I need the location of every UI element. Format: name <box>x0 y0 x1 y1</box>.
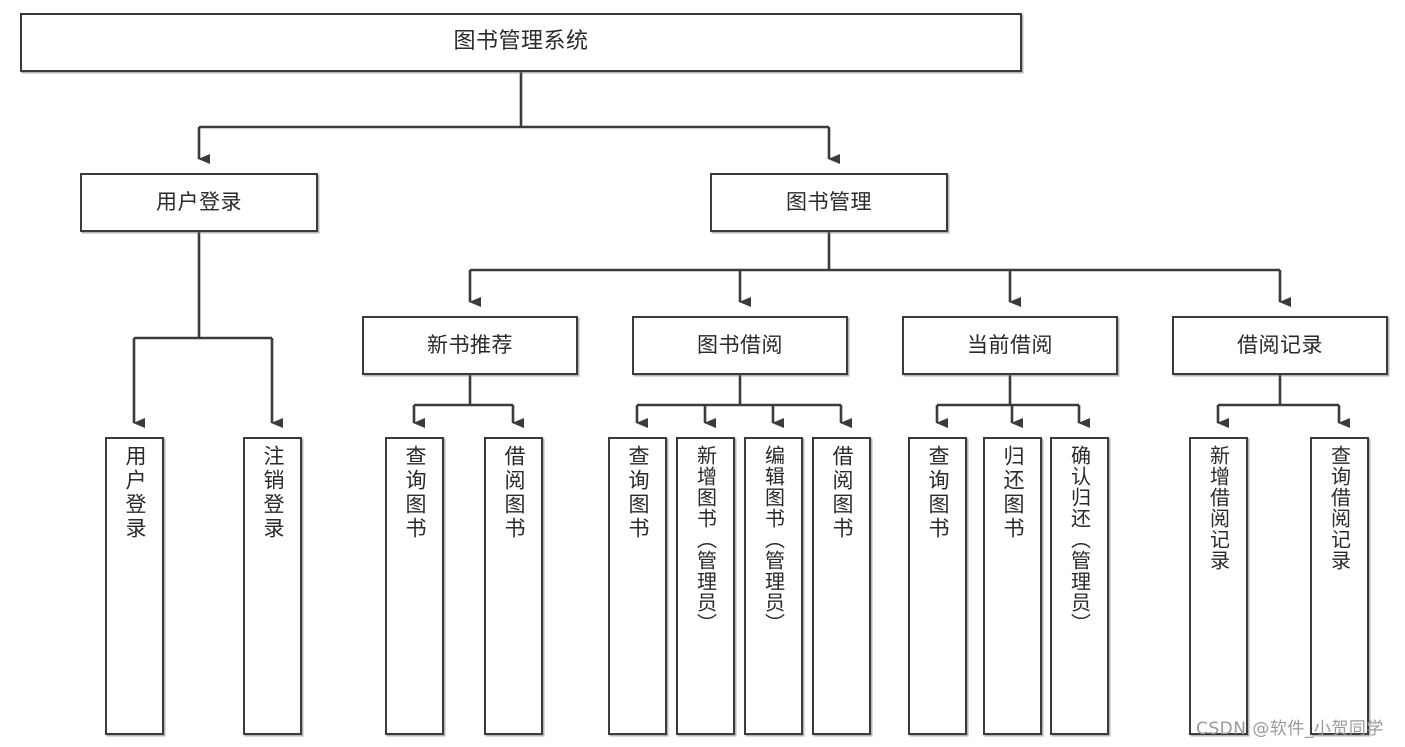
watermark-text: CSDN @软件_小贺同学 <box>1196 719 1384 739</box>
node-label: 图书管理系统 <box>453 29 589 55</box>
node-label: 新增借阅记录 <box>1206 445 1231 571</box>
node-book-management[interactable]: 图书管理 <box>710 173 948 232</box>
node-label: 新书推荐 <box>427 332 513 357</box>
leaf-query-books-borrow[interactable]: 查询图书 <box>608 437 667 735</box>
node-label: 确认归还（管理员） <box>1067 445 1092 634</box>
leaf-user-login[interactable]: 用户登录 <box>105 437 164 735</box>
leaf-query-borrow-record[interactable]: 查询借阅记录 <box>1310 437 1369 735</box>
leaf-borrow-books-newbook[interactable]: 借阅图书 <box>484 437 543 735</box>
node-label: 注销登录 <box>261 445 285 541</box>
leaf-return-books[interactable]: 归还图书 <box>983 437 1042 735</box>
node-label: 编辑图书（管理员） <box>761 445 786 634</box>
node-label: 用户登录 <box>156 189 242 214</box>
leaf-query-books-newbook[interactable]: 查询图书 <box>385 437 444 735</box>
node-label: 查询图书 <box>403 445 427 541</box>
node-label: 查询图书 <box>626 445 650 541</box>
leaf-borrow-books[interactable]: 借阅图书 <box>812 437 871 735</box>
node-label: 新增图书（管理员） <box>693 445 718 634</box>
leaf-add-borrow-record[interactable]: 新增借阅记录 <box>1189 437 1248 735</box>
node-label: 借阅图书 <box>502 445 526 541</box>
leaf-logout[interactable]: 注销登录 <box>243 437 302 735</box>
node-label: 借阅记录 <box>1237 332 1323 357</box>
node-user-login[interactable]: 用户登录 <box>80 173 318 232</box>
node-book-borrow[interactable]: 图书借阅 <box>632 316 848 375</box>
node-label: 图书借阅 <box>697 332 783 357</box>
node-label: 归还图书 <box>1001 445 1025 541</box>
node-root-system[interactable]: 图书管理系统 <box>20 13 1022 72</box>
node-label: 查询图书 <box>926 445 950 541</box>
node-label: 用户登录 <box>123 445 147 541</box>
leaf-add-book-admin[interactable]: 新增图书（管理员） <box>676 437 735 735</box>
leaf-confirm-return-admin[interactable]: 确认归还（管理员） <box>1050 437 1109 735</box>
node-new-book-recommend[interactable]: 新书推荐 <box>362 316 578 375</box>
node-label: 借阅图书 <box>830 445 854 541</box>
node-label: 查询借阅记录 <box>1327 445 1352 571</box>
node-borrow-records[interactable]: 借阅记录 <box>1172 316 1388 375</box>
leaf-edit-book-admin[interactable]: 编辑图书（管理员） <box>744 437 803 735</box>
node-current-borrow[interactable]: 当前借阅 <box>902 316 1118 375</box>
node-label: 当前借阅 <box>967 332 1053 357</box>
node-label: 图书管理 <box>786 189 872 214</box>
leaf-query-books-current[interactable]: 查询图书 <box>908 437 967 735</box>
